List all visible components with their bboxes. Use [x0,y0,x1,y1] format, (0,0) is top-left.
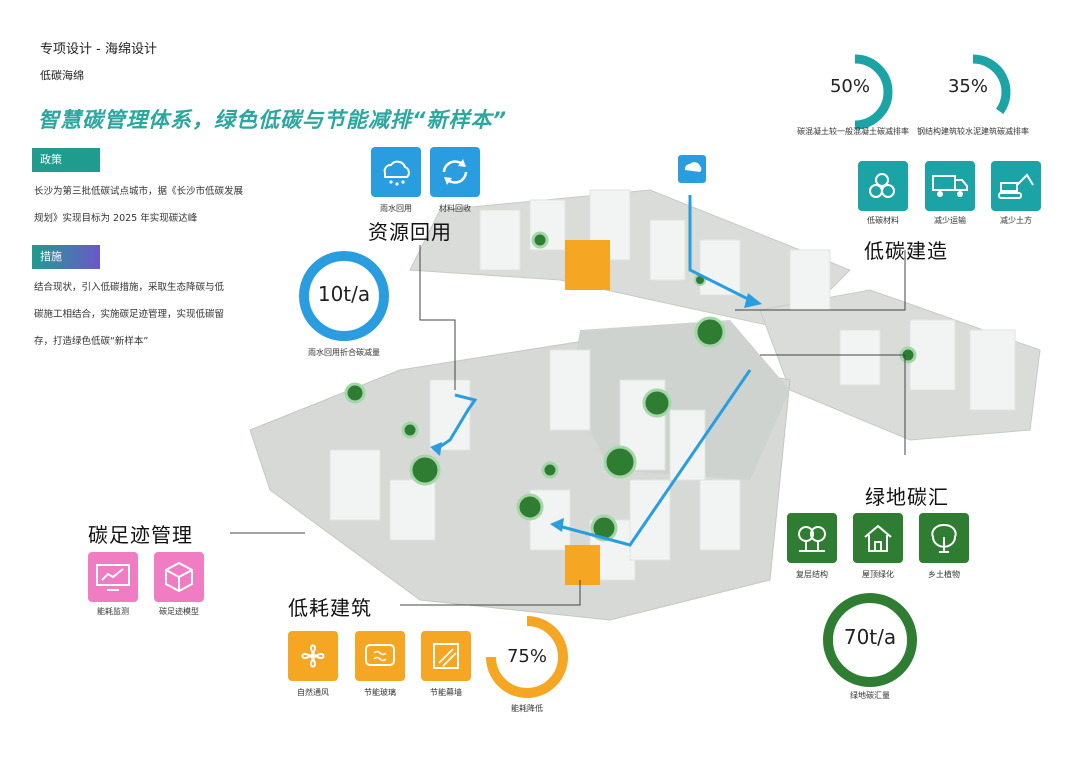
buildings [329,189,1016,581]
green-nodes [344,231,917,542]
icon-caption: 节能幕墙 [430,688,462,697]
icon-caption: 复层结构 [796,570,828,579]
page-title: 智慧碳管理体系，绿色低碳与节能减排“新样本” [38,108,508,132]
monitor-chart-icon [88,552,138,602]
fan-icon [288,631,338,681]
rain-cloud-icon [371,147,421,197]
icon-caption: 减少运输 [934,216,966,225]
glass-icon [355,631,405,681]
low-energy-building-label: 低耗建筑 [288,596,372,620]
carbon-footprint-label: 碳足迹管理 [88,523,193,547]
arrow-head [550,518,564,532]
stat-arc [972,54,1011,115]
measures-text: 结合现状，引入低碳措施，采取生态降碳与低 碳施工相结合，实施碳足迹管理，实现低碳… [34,274,264,355]
breadcrumb: 专项设计 - 海绵设计 [40,42,157,57]
page-subtitle: 低碳海绵 [40,69,84,82]
house-leaf-icon [853,513,903,563]
trees-icon [787,513,837,563]
stat-value: 35% [947,76,988,97]
measures-line: 存，打造绿色低碳“新样本” [34,336,149,347]
measures-line: 结合现状，引入低碳措施，采取生态降碳与低 [34,282,225,293]
orange-building [565,545,600,585]
callout-lines [230,245,906,606]
green-ring [823,593,917,687]
water-ring-caption: 雨水回用折合碳减量 [308,348,380,357]
stat-caption: 碳混凝土较一般混凝土碳减排率 [797,127,909,136]
energy-stat-value: 75% [506,646,547,667]
energy-stat-caption: 能耗降低 [511,704,543,713]
energy-arc [486,616,568,698]
stat-caption: 钢结构建筑较水泥建筑碳减排率 [917,127,1029,136]
icon-caption: 屋顶绿化 [862,570,894,579]
cube-model-icon [154,552,204,602]
excavator-icon [991,161,1041,211]
water-ring-value: 10t/a [317,282,371,306]
icon-caption: 雨水回用 [380,204,412,213]
green-ring-value: 70t/a [843,625,897,649]
materials-icon [858,161,908,211]
stat-value: 50% [829,76,870,97]
green-carbon-sink-label: 绿地碳汇 [865,485,949,509]
orange-building [565,240,610,290]
icon-caption: 低碳材料 [867,216,899,225]
policy-line: 规划》实现目标为 2025 年实现碳达峰 [34,213,198,224]
city-map-illustration [230,155,1041,621]
water-ring [299,251,389,341]
policy-line: 长沙为第三批低碳试点城市，据《长沙市低碳发展 [34,186,244,197]
water-flow-arrows [434,195,752,547]
arrow-head [430,442,442,456]
icon-caption: 碳足迹模型 [159,607,199,616]
arrow-head [744,293,762,308]
icon-caption: 能耗监测 [97,607,129,616]
icon-caption: 减少土方 [1000,216,1032,225]
window-icon [421,631,471,681]
recycle-icon [430,147,480,197]
measures-tag: 措施 [32,245,100,269]
measures-line: 碳施工相结合，实施碳足迹管理，实现低碳留 [34,309,225,320]
policy-tag: 政策 [32,148,100,172]
icon-caption: 自然通风 [297,688,329,697]
policy-text: 长沙为第三批低碳试点城市，据《长沙市低碳发展 规划》实现目标为 2025 年实现… [34,178,264,232]
truck-icon [925,161,975,211]
resource-reuse-label: 资源回用 [368,220,452,244]
low-carbon-construction-label: 低碳建造 [864,239,948,263]
stat-arc [854,54,893,130]
icon-caption: 材料回收 [439,204,471,213]
icon-caption: 乡土植物 [928,570,960,579]
green-ring-caption: 绿地碳汇量 [850,691,890,700]
tree-icon [919,513,969,563]
icon-caption: 节能玻璃 [364,688,396,697]
